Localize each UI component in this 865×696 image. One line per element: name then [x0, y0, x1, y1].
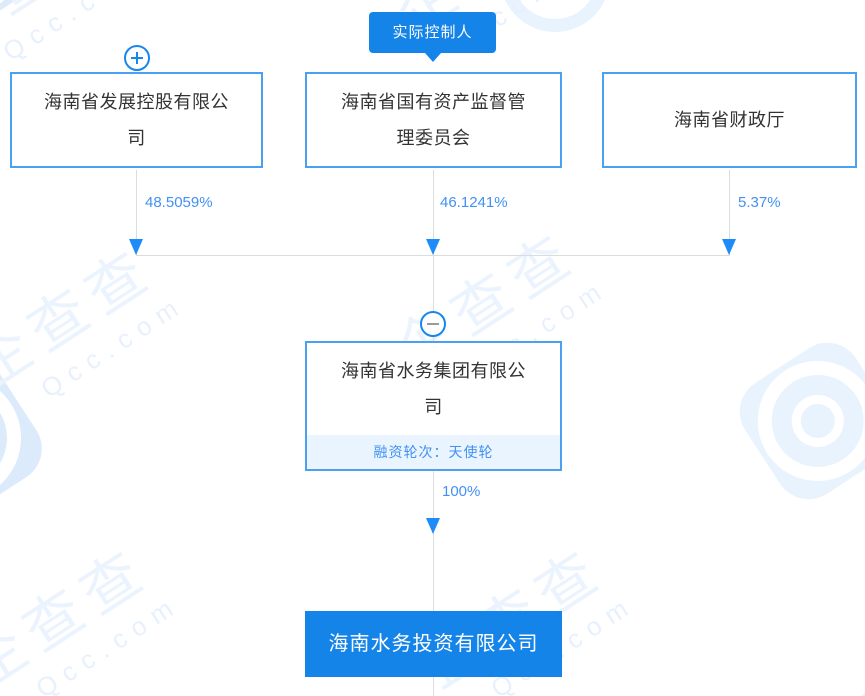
shareholder-name-text: 海南省发展控股有限公司 — [44, 92, 229, 148]
financing-round-strip: 融资轮次：天使轮 — [307, 435, 560, 469]
company-node[interactable]: 海南省水务集团有限公司 融资轮次：天使轮 — [305, 341, 562, 471]
arrow-down-icon — [722, 239, 736, 255]
subsidiary-node[interactable]: 海南水务投资有限公司 — [305, 611, 562, 677]
badge-pointer — [425, 53, 441, 62]
shareholder-name: 海南省财政厅 — [604, 74, 855, 166]
connector-line — [433, 256, 434, 341]
arrow-down-icon — [426, 518, 440, 534]
connector-line — [136, 170, 137, 255]
shareholder-name-text: 海南省国有资产监督管理委员会 — [341, 92, 526, 148]
company-name: 海南省水务集团有限公司 — [307, 343, 560, 435]
plus-circle-icon[interactable] — [124, 45, 150, 71]
connector-line — [136, 255, 730, 256]
shareholder-node-1[interactable]: 海南省发展控股有限公司 — [10, 72, 263, 168]
shareholder-name-text: 海南省财政厅 — [674, 110, 785, 130]
percent-label: 46.1241% — [440, 194, 508, 211]
percent-label: 5.37% — [738, 194, 781, 211]
minus-circle-icon[interactable] — [420, 311, 446, 337]
percent-label: 100% — [442, 483, 481, 500]
shareholder-node-3[interactable]: 海南省财政厅 — [602, 72, 857, 168]
actual-controller-badge: 实际控制人 — [369, 12, 496, 53]
percent-label: 48.5059% — [145, 194, 213, 211]
shareholder-name: 海南省发展控股有限公司 — [12, 74, 261, 166]
shareholder-name: 海南省国有资产监督管理委员会 — [307, 74, 560, 166]
company-name-text: 海南省水务集团有限公司 — [341, 361, 526, 417]
shareholder-node-2[interactable]: 海南省国有资产监督管理委员会 — [305, 72, 562, 168]
connector-line — [433, 471, 434, 696]
connector-line — [729, 170, 730, 255]
arrow-down-icon — [129, 239, 143, 255]
connector-line — [433, 170, 434, 255]
arrow-down-icon — [426, 239, 440, 255]
